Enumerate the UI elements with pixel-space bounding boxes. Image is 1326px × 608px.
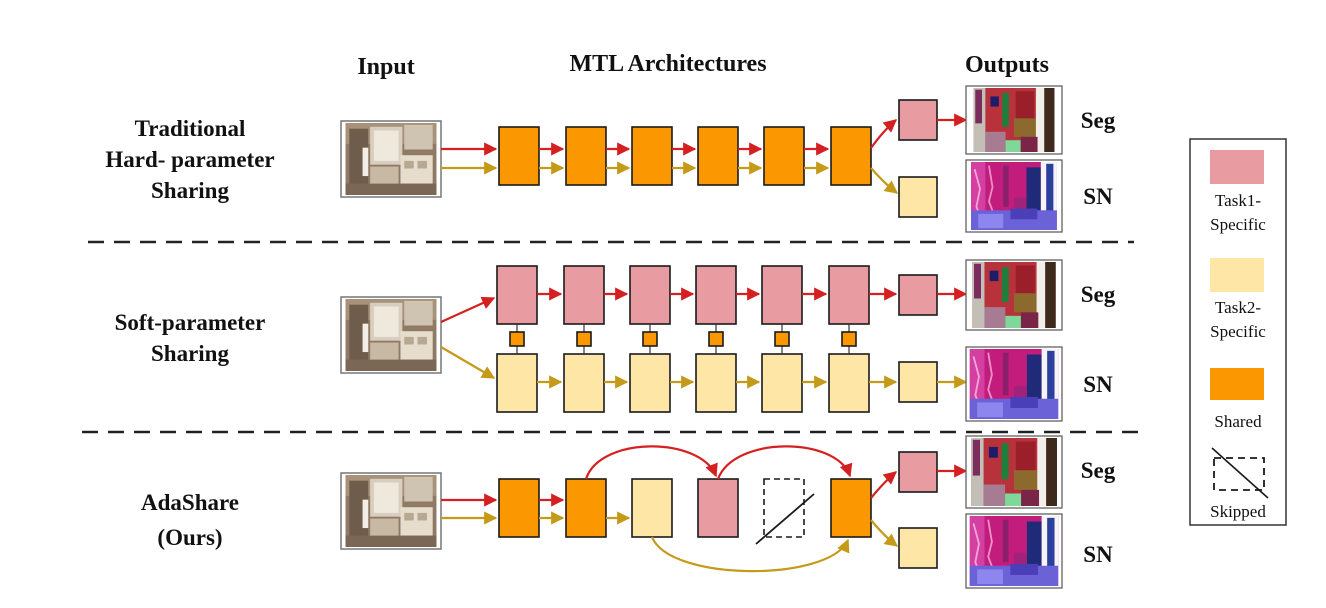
arrow-task2 (870, 519, 899, 547)
task1-block (697, 478, 739, 538)
task2-block (496, 353, 538, 413)
architectures-header: MTL Architectures (569, 51, 766, 77)
input-photo (340, 472, 442, 550)
shared-block (697, 126, 739, 186)
seg-output-image (965, 435, 1063, 509)
row-label-line: Sharing (151, 341, 229, 366)
row-label-line: (Ours) (157, 525, 222, 550)
arrow-task2 (440, 346, 496, 379)
legend-frame (1189, 138, 1287, 526)
shared-block (498, 478, 540, 538)
legend-swatch-skipped (1211, 447, 1269, 499)
row-label-line: Soft-parameter (115, 310, 266, 335)
row-traditional: Seg SN (340, 85, 1116, 233)
task1-block (563, 265, 605, 325)
seg-label: Seg (1081, 282, 1116, 307)
row-label-line: Traditional (135, 116, 246, 141)
seg-output-image (965, 259, 1063, 331)
shared-block (565, 126, 607, 186)
task1-head-block (898, 274, 938, 316)
sn-label: SN (1083, 184, 1113, 209)
shared-connector-block (509, 331, 525, 347)
input-photo (340, 120, 442, 198)
arrow-task1 (716, 445, 853, 480)
task1-head-block (898, 451, 938, 493)
legend-label-task2: Task2- (1215, 298, 1261, 317)
shared-connector-block (642, 331, 658, 347)
arrow-task1 (584, 445, 718, 480)
seg-output-image (965, 85, 1063, 155)
arrow-task2 (870, 167, 899, 194)
shared-connector-block (576, 331, 592, 347)
outputs-header: Outputs (965, 52, 1049, 78)
legend-swatch-task2 (1210, 258, 1264, 292)
task2-head-block (898, 361, 938, 403)
sn-label: SN (1083, 372, 1113, 397)
row-adashare: Seg SN (340, 435, 1116, 589)
input-header: Input (357, 54, 414, 80)
shared-block (498, 126, 540, 186)
shared-block (830, 126, 872, 186)
task2-block (629, 353, 671, 413)
task2-head-block (898, 176, 938, 218)
legend-label-skipped: Skipped (1210, 502, 1266, 521)
arrow-task1 (870, 471, 898, 499)
seg-label: Seg (1081, 108, 1116, 133)
task1-block (629, 265, 671, 325)
row-label-traditional: Traditional Hard- parameter Sharing (105, 116, 274, 203)
legend-label-task2: Specific (1210, 322, 1266, 341)
row-soft: Seg SN (340, 259, 1116, 422)
task2-head-block (898, 527, 938, 569)
sn-output-image (965, 513, 1063, 589)
row-label-line: Sharing (151, 178, 229, 203)
arrow-task2 (650, 536, 850, 573)
shared-connector-block (708, 331, 724, 347)
shared-block (631, 126, 673, 186)
task1-block (828, 265, 870, 325)
cross-connectors (509, 324, 857, 354)
row-label-line: AdaShare (141, 490, 239, 515)
row-label-soft: Soft-parameter Sharing (115, 310, 266, 366)
legend: Task1- Specific Task2- Specific Shared S… (1189, 138, 1287, 526)
task1-block (496, 265, 538, 325)
legend-swatch-task1 (1210, 150, 1264, 184)
shared-block (763, 126, 805, 186)
task1-block (761, 265, 803, 325)
legend-label-task1: Specific (1210, 215, 1266, 234)
sn-label: SN (1083, 542, 1113, 567)
legend-label-shared: Shared (1214, 412, 1262, 431)
task2-block (563, 353, 605, 413)
arrow-task1 (870, 119, 898, 149)
shared-block (565, 478, 607, 538)
skipped-block (755, 478, 815, 545)
row-label-adashare: AdaShare (Ours) (141, 490, 239, 550)
shared-connector-block (841, 331, 857, 347)
shared-connector-block (774, 331, 790, 347)
task2-block (631, 478, 673, 538)
sn-output-image (965, 159, 1063, 233)
task2-block (695, 353, 737, 413)
row-label-line: Hard- parameter (105, 147, 274, 172)
sn-output-image (965, 346, 1063, 422)
seg-label: Seg (1081, 458, 1116, 483)
legend-swatch-shared (1210, 368, 1264, 400)
arrow-task1 (440, 296, 496, 324)
input-photo (340, 296, 442, 374)
task1-head-block (898, 99, 938, 141)
task2-block (761, 353, 803, 413)
task1-block (695, 265, 737, 325)
legend-label-task1: Task1- (1215, 191, 1261, 210)
task2-block (828, 353, 870, 413)
shared-block (830, 478, 872, 538)
